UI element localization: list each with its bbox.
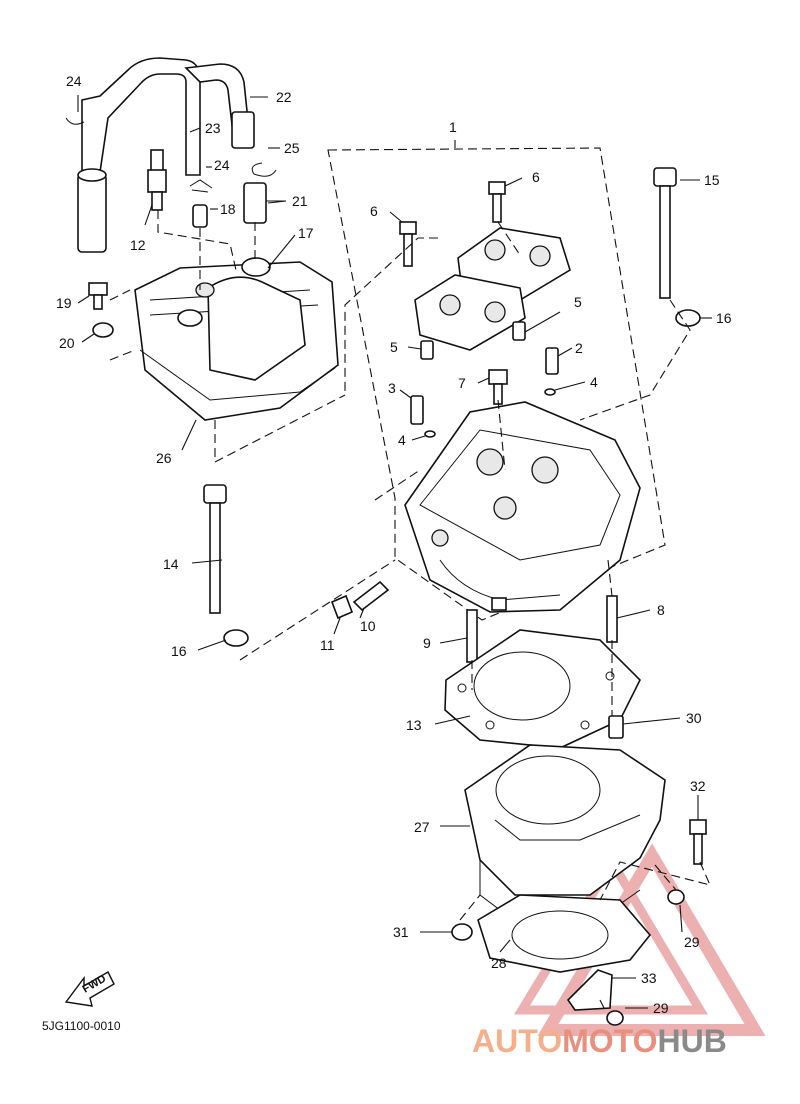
label-27: 27 xyxy=(414,819,430,835)
stud-9 xyxy=(466,609,478,663)
label-5a: 5 xyxy=(574,294,582,310)
label-6a: 6 xyxy=(532,169,540,185)
label-1: 1 xyxy=(449,119,457,135)
label-10: 10 xyxy=(360,618,376,634)
label-23: 23 xyxy=(205,120,221,136)
label-14: 14 xyxy=(163,556,179,572)
bracket-33 xyxy=(566,969,613,1011)
label-7: 7 xyxy=(458,375,466,391)
dowel-5-b xyxy=(420,340,434,360)
label-5b: 5 xyxy=(390,339,398,355)
clip-25 xyxy=(251,162,277,177)
label-9: 9 xyxy=(423,635,431,651)
label-16b: 16 xyxy=(716,310,732,326)
spark-plug xyxy=(147,149,167,211)
nut-31 xyxy=(451,923,473,941)
assembly-outline xyxy=(327,147,666,621)
nut-29-upper xyxy=(667,889,685,905)
label-4b: 4 xyxy=(398,432,406,448)
label-18: 18 xyxy=(220,201,236,217)
bolt-6-b xyxy=(399,221,417,267)
label-13: 13 xyxy=(406,717,422,733)
cylinder-block xyxy=(464,744,666,926)
o-ring-4-a xyxy=(544,388,556,396)
dowel-5-a xyxy=(512,321,526,341)
label-12: 12 xyxy=(130,237,146,253)
svg-text:AUTOMOTOHUB: AUTOMOTOHUB xyxy=(472,1023,727,1059)
watermark-text: AUTOMOTOHUB xyxy=(472,1023,727,1059)
label-11: 11 xyxy=(320,637,335,653)
part-number-labels: 1 2 3 4 4 5 5 6 6 7 8 9 10 11 12 13 14 1… xyxy=(56,73,732,1016)
label-31: 31 xyxy=(393,924,409,940)
label-28: 28 xyxy=(491,955,507,971)
bolt-19 xyxy=(88,282,108,310)
bolt-14 xyxy=(203,484,227,614)
cylinder-head xyxy=(404,401,641,613)
cylinder-base-gasket xyxy=(477,894,652,973)
label-26: 26 xyxy=(156,450,172,466)
label-30: 30 xyxy=(686,710,702,726)
bolt-11 xyxy=(330,594,354,620)
clip-24-upper xyxy=(189,179,213,193)
label-6b: 6 xyxy=(370,203,378,219)
dowel-30 xyxy=(608,715,624,739)
label-24b: 24 xyxy=(214,157,230,173)
label-20: 20 xyxy=(59,335,75,351)
forward-arrow-icon: FWD xyxy=(64,971,115,1007)
label-32: 32 xyxy=(690,778,706,794)
label-29b: 29 xyxy=(653,1000,669,1016)
label-29a: 29 xyxy=(684,934,700,950)
bolt-7 xyxy=(488,369,508,405)
label-33: 33 xyxy=(641,970,657,986)
label-3: 3 xyxy=(388,380,396,396)
label-8: 8 xyxy=(657,602,665,618)
label-21: 21 xyxy=(292,193,308,209)
watermark-hub: HUB xyxy=(657,1023,726,1059)
diagram-code: 5JG1100-0010 xyxy=(42,1019,121,1033)
hose-fitting-21 xyxy=(243,182,267,224)
bolt-15 xyxy=(653,167,677,299)
label-17: 17 xyxy=(298,225,314,241)
clip-24-lower xyxy=(65,117,85,125)
washer-16-left xyxy=(223,629,249,647)
stud-8 xyxy=(606,595,618,643)
watermark-moto: MOTO xyxy=(562,1023,657,1059)
plug-2 xyxy=(545,347,559,375)
o-ring-4-b xyxy=(424,430,436,438)
stud-10 xyxy=(352,580,390,612)
breather-hose xyxy=(77,57,255,253)
label-15: 15 xyxy=(704,172,720,188)
leader-lines xyxy=(77,95,712,1009)
nut-29-lower xyxy=(606,1010,624,1026)
label-4a: 4 xyxy=(590,374,598,390)
cylinder-head-cover xyxy=(134,257,339,421)
watermark-auto: AUTO xyxy=(472,1023,562,1059)
washer-20 xyxy=(92,322,114,338)
label-22: 22 xyxy=(276,89,292,105)
bolt-6-a xyxy=(488,181,506,223)
label-16a: 16 xyxy=(171,643,187,659)
dashed-guide-lines xyxy=(109,210,711,1011)
label-2: 2 xyxy=(575,340,583,356)
plug-3 xyxy=(410,395,424,425)
camshaft-cap-lower xyxy=(414,274,526,351)
bolt-32 xyxy=(689,819,707,865)
washer-16-right xyxy=(675,309,701,327)
label-19: 19 xyxy=(56,295,72,311)
label-25: 25 xyxy=(284,140,300,156)
label-24a: 24 xyxy=(66,73,82,89)
hose-fitting-18 xyxy=(192,204,208,228)
